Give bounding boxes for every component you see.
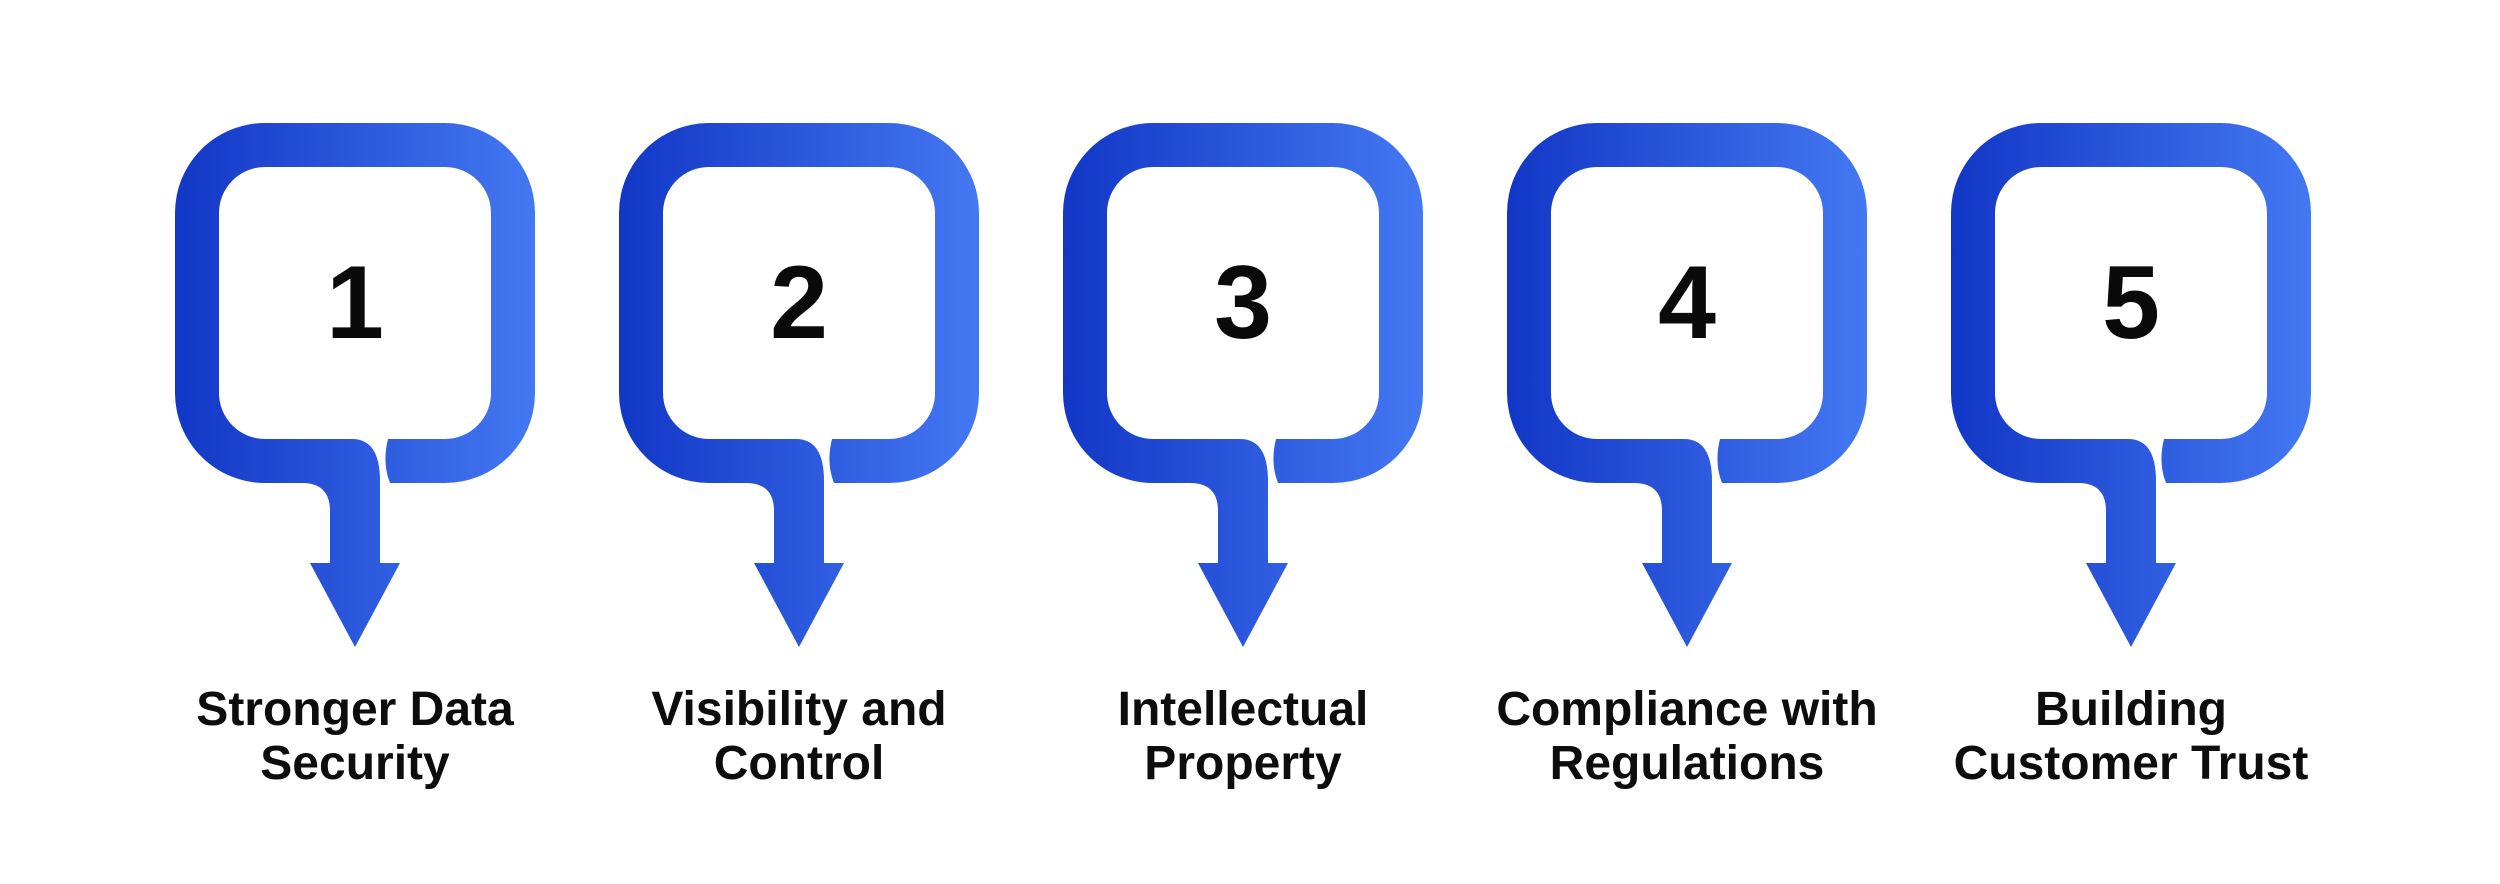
step-shape-1: 1	[175, 123, 535, 653]
step-shape-4: 4	[1507, 123, 1867, 653]
step-label: Stronger Data Security	[196, 683, 514, 791]
step-module-1: 1 Stronger Data Security	[133, 0, 577, 791]
steps-row: 1 Stronger Data Security 2 Visibility an…	[133, 0, 2353, 791]
step-module-5: 5 Building Customer Trust	[1909, 0, 2353, 791]
callout-arrow-icon	[619, 123, 979, 647]
step-label: Visibility and Control	[651, 683, 947, 791]
callout-arrow-icon	[1063, 123, 1423, 647]
step-module-4: 4 Compliance with Regulations	[1465, 0, 1909, 791]
callout-arrow-icon	[175, 123, 535, 647]
step-module-3: 3 Intellectual Property	[1021, 0, 1465, 791]
step-shape-5: 5	[1951, 123, 2311, 653]
callout-arrow-icon	[1951, 123, 2311, 647]
step-label: Intellectual Property	[1117, 683, 1369, 791]
step-label: Building Customer Trust	[1953, 683, 2309, 791]
step-label: Compliance with Regulations	[1496, 683, 1878, 791]
step-shape-3: 3	[1063, 123, 1423, 653]
step-module-2: 2 Visibility and Control	[577, 0, 1021, 791]
callout-arrow-icon	[1507, 123, 1867, 647]
step-shape-2: 2	[619, 123, 979, 653]
